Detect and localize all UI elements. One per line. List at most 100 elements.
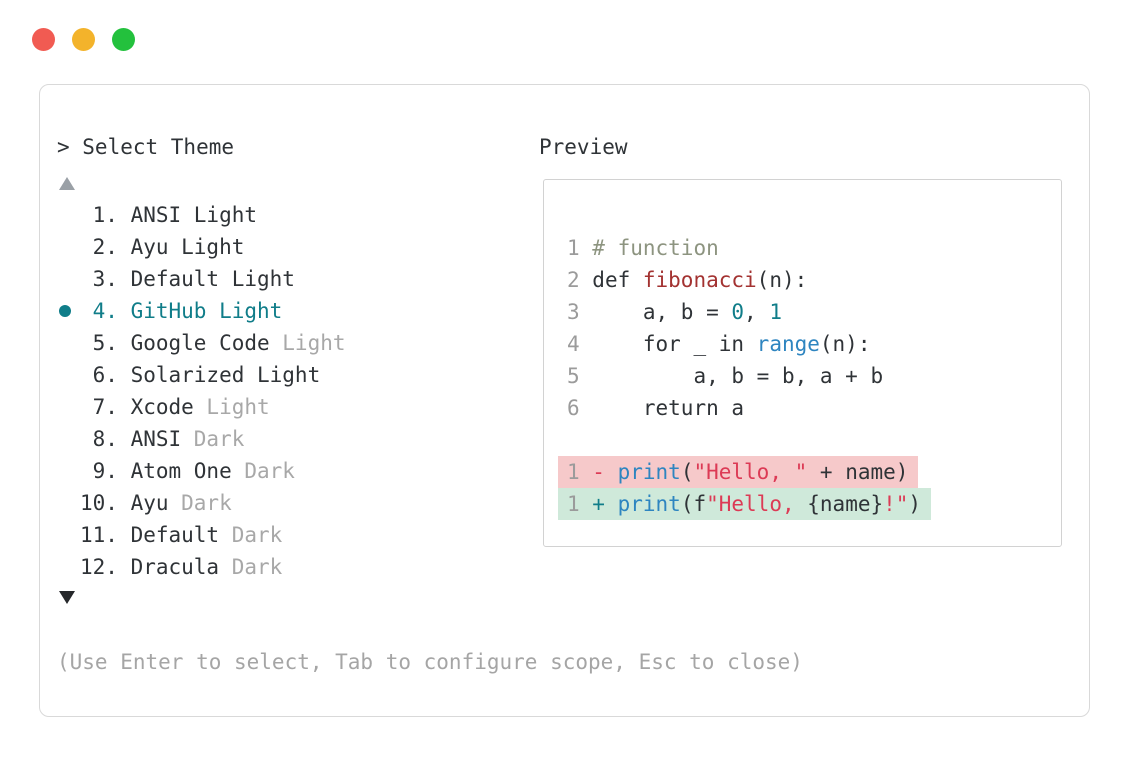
minimize-button[interactable] <box>72 28 95 51</box>
theme-number: 10. <box>80 491 118 515</box>
close-button[interactable] <box>32 28 55 51</box>
token-t: (n): <box>756 268 808 292</box>
theme-number: 6. <box>92 363 118 387</box>
theme-list: 1. ANSI Light 2. Ayu Light 3. Default Light 4.… <box>59 199 346 583</box>
theme-name: ANSI <box>130 427 182 451</box>
theme-item-xcode[interactable]: 7.Xcode Light <box>80 391 346 423</box>
theme-item-atom-one[interactable]: 9. Atom One Dark <box>80 455 346 487</box>
theme-name: Ayu Light <box>130 235 245 259</box>
theme-name: Atom One <box>130 459 232 483</box>
theme-number: 9. <box>92 459 118 483</box>
theme-name: Google Code <box>130 331 270 355</box>
preview-title: Preview <box>539 135 628 159</box>
code-line-diff-del: 1 - print("Hello, " + name) <box>558 456 931 488</box>
theme-item-ansi-light[interactable]: 1. ANSI Light <box>80 199 346 231</box>
dialog-title: > Select Theme <box>57 135 235 159</box>
theme-number: 11. <box>80 523 118 547</box>
code-line: 6 return a <box>567 392 931 424</box>
theme-name: Default <box>130 523 220 547</box>
diff-removed-highlight: 1 - print("Hello, " + name) <box>558 456 919 488</box>
theme-name: Dracula <box>130 555 220 579</box>
token-ln: 4 <box>567 332 593 356</box>
token-ln: 6 <box>567 396 593 420</box>
theme-number: 8. <box>92 427 118 451</box>
theme-variant: Dark <box>219 555 283 579</box>
token-t: , <box>744 300 770 324</box>
theme-name: GitHub Light <box>130 299 283 323</box>
code-line: 5 a, b = b, a + b <box>567 360 931 392</box>
theme-item-ayu[interactable]: 10. Ayu Dark <box>80 487 346 519</box>
theme-variant: Dark <box>231 459 295 483</box>
code-line: 3 a, b = 0, 1 <box>567 296 931 328</box>
selected-bullet-icon <box>59 305 71 317</box>
token-del: - <box>592 460 618 484</box>
token-t: for _ in <box>592 332 757 356</box>
theme-number: 2. <box>92 235 118 259</box>
token-ln: 1 <box>567 236 593 260</box>
theme-item-ansi[interactable]: 8. ANSI Dark <box>80 423 346 455</box>
theme-number: 12. <box>80 555 118 579</box>
token-ln: 5 <box>567 364 593 388</box>
code-line: 1 # function <box>567 232 931 264</box>
theme-item-ayu-light[interactable]: 2. Ayu Light <box>80 231 346 263</box>
scroll-down-icon[interactable] <box>59 591 75 604</box>
theme-number: 4. <box>92 299 118 323</box>
theme-item-default-light[interactable]: 3. Default Light <box>80 263 346 295</box>
token-t: + name) <box>807 460 909 484</box>
theme-variant: Dark <box>168 491 232 515</box>
theme-variant: Light <box>193 395 270 419</box>
token-blue: print <box>617 460 681 484</box>
token-ln: 3 <box>567 300 593 324</box>
code-line: 4 for _ in range(n): <box>567 328 931 360</box>
code-line-diff-add: 1 + print(f"Hello, {name}!") <box>558 488 932 520</box>
theme-name: ANSI Light <box>130 203 257 227</box>
theme-selector-dialog: > Select Theme Preview 1. ANSI Light 2. Ayu… <box>39 84 1090 717</box>
theme-name: Ayu <box>130 491 169 515</box>
theme-variant: Light <box>269 331 346 355</box>
token-t: a, b = <box>592 300 732 324</box>
token-blue: range <box>756 332 820 356</box>
zoom-button[interactable] <box>112 28 135 51</box>
theme-item-github-light[interactable]: 4. GitHub Light <box>59 295 346 327</box>
window-controls <box>32 28 135 51</box>
theme-name: Solarized Light <box>130 363 321 387</box>
token-t: ) <box>908 492 922 516</box>
code-line: 2 def fibonacci(n): <box>567 264 931 296</box>
token-t: (n): <box>819 332 871 356</box>
token-t: ( <box>680 460 694 484</box>
token-ln: 1 <box>567 460 593 484</box>
help-text: (Use Enter to select, Tab to configure s… <box>57 650 803 674</box>
diff-added-highlight: 1 + print(f"Hello, {name}!") <box>558 488 932 520</box>
scroll-up-icon[interactable] <box>59 177 75 190</box>
theme-number: 5. <box>92 331 118 355</box>
theme-variant: Dark <box>181 427 245 451</box>
token-str: "Hello, " <box>693 460 808 484</box>
code-line <box>567 424 931 456</box>
theme-number: 3. <box>92 267 118 291</box>
token-num: 1 <box>769 300 782 324</box>
token-str: "Hello, <box>706 492 808 516</box>
token-t: {name} <box>807 492 884 516</box>
token-str: !" <box>883 492 909 516</box>
token-ln: 2 <box>567 268 593 292</box>
token-c: # function <box>592 236 719 260</box>
token-ln: 1 <box>567 492 593 516</box>
theme-number: 7. <box>92 395 118 419</box>
token-num: 0 <box>731 300 745 324</box>
token-t: (f <box>680 492 707 516</box>
theme-variant: Dark <box>219 523 283 547</box>
token-t: def <box>592 268 643 292</box>
theme-number: 1. <box>92 203 118 227</box>
theme-item-default[interactable]: 11. Default Dark <box>80 519 346 551</box>
theme-item-dracula[interactable]: 12. Dracula Dark <box>80 551 346 583</box>
theme-name: Default Light <box>130 267 295 291</box>
theme-item-google-code[interactable]: 5. Google Code Light <box>80 327 346 359</box>
token-fn: fibonacci <box>642 268 757 292</box>
token-blue: print <box>617 492 681 516</box>
token-t: a, b = b, a + b <box>592 364 884 388</box>
token-add: + <box>592 492 618 516</box>
token-t: return a <box>592 396 745 420</box>
theme-item-solarized-light[interactable]: 6. Solarized Light <box>80 359 346 391</box>
